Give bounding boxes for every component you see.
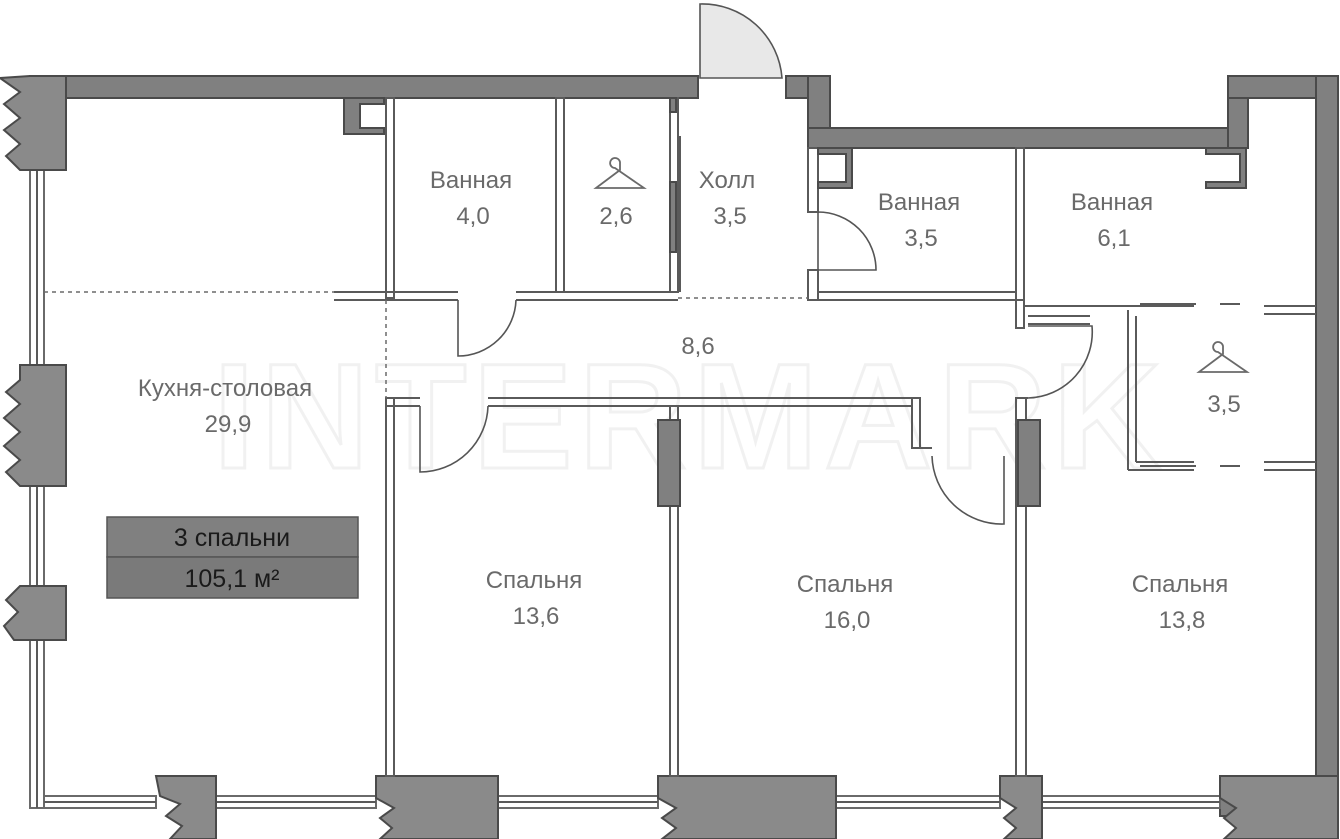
room-area: 3,5	[713, 203, 746, 230]
room-name: Ванная	[878, 189, 960, 216]
hanger-icon	[593, 157, 647, 189]
bottom-windows	[43, 795, 1221, 809]
room-label-bath1: Ванная 4,0	[430, 167, 512, 230]
room-name: Кухня-столовая	[138, 375, 312, 402]
room-label-bath2: Ванная 3,5	[878, 189, 960, 252]
room-label-bed3: Спальня 13,8	[1132, 571, 1228, 634]
interior-walls	[334, 97, 1316, 777]
hanger-icon	[1196, 341, 1250, 373]
room-label-kitchen: Кухня-столовая 29,9	[138, 375, 312, 438]
room-name: Ванная	[430, 167, 512, 194]
bedrooms-count: 3 спальни	[174, 524, 290, 552]
room-area: 29,9	[205, 411, 252, 438]
room-area: 16,0	[824, 607, 871, 634]
room-area: 2,6	[599, 203, 632, 230]
room-name: Спальня	[1132, 571, 1228, 598]
left-windows	[29, 169, 45, 809]
bottom-piers	[154, 775, 1339, 839]
room-name: Ванная	[1071, 189, 1153, 216]
room-label-bed2: Спальня 16,0	[797, 571, 893, 634]
room-name: Холл	[699, 167, 756, 194]
room-name: Спальня	[797, 571, 893, 598]
room-label-wardrobe1: 2,6	[599, 203, 632, 230]
doors	[419, 3, 1240, 525]
room-area: 6,1	[1097, 225, 1130, 252]
zone-lines	[44, 291, 808, 398]
room-label-wardrobe2: 3,5	[1207, 391, 1240, 418]
room-area: 13,6	[513, 603, 560, 630]
room-area: 3,5	[904, 225, 937, 252]
room-label-corridor: 8,6	[681, 333, 714, 360]
room-label-bed1: Спальня 13,6	[486, 567, 582, 630]
total-area: 105,1 м²	[184, 565, 279, 593]
room-label-bath3: Ванная 6,1	[1071, 189, 1153, 252]
left-piers	[0, 75, 67, 641]
room-name: Спальня	[486, 567, 582, 594]
room-area: 4,0	[456, 203, 489, 230]
room-area: 3,5	[1207, 391, 1240, 418]
apartment-summary-tag: 3 спальни 105,1 м²	[106, 516, 359, 599]
room-area: 13,8	[1159, 607, 1206, 634]
room-area: 8,6	[681, 333, 714, 360]
room-label-hall: Холл 3,5	[699, 167, 756, 230]
